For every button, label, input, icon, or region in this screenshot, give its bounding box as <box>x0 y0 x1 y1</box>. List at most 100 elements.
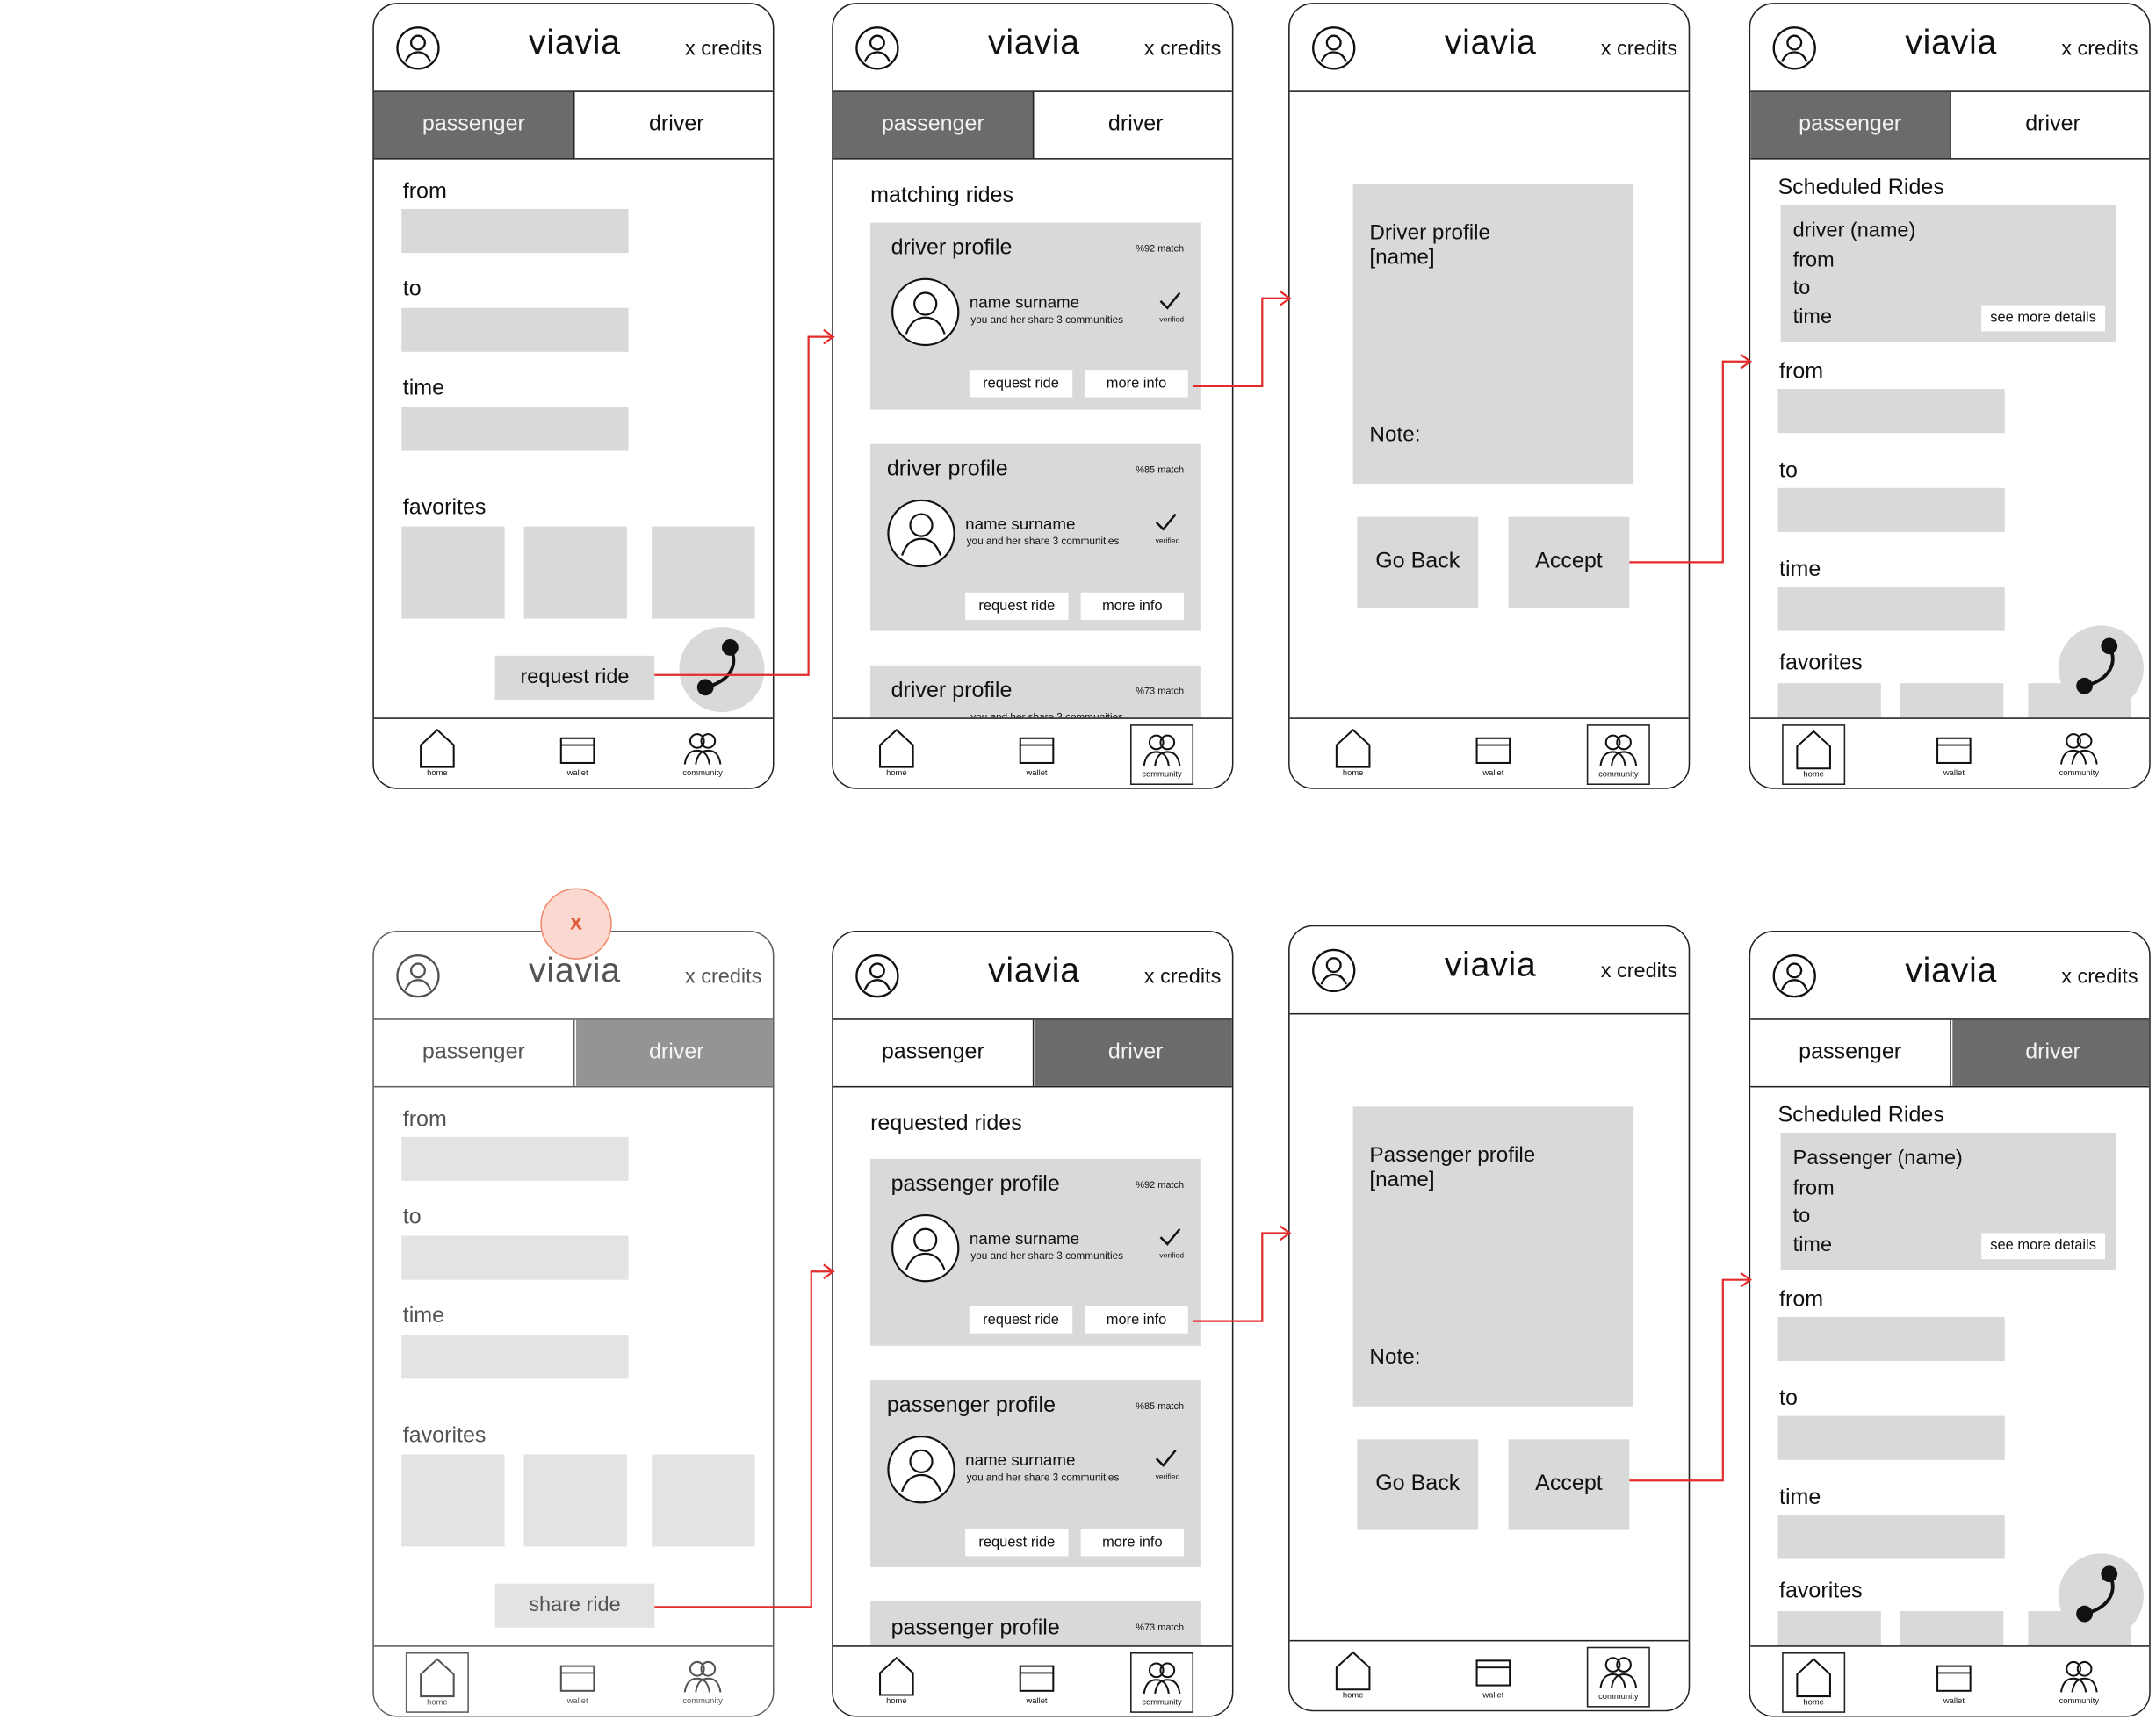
from-input[interactable] <box>1777 1316 2005 1362</box>
nav-wallet[interactable]: wallet <box>1461 724 1525 785</box>
wallet-icon <box>559 737 595 764</box>
nav-community[interactable]: community <box>1586 1646 1650 1708</box>
nav-home[interactable]: home <box>1322 724 1385 785</box>
nav-community[interactable]: community <box>1130 1652 1194 1713</box>
profile-icon[interactable] <box>1772 954 1816 998</box>
nav-wallet[interactable]: wallet <box>1922 724 1986 785</box>
to-input[interactable] <box>1777 1415 2005 1460</box>
nav-home[interactable]: home <box>1322 1647 1385 1708</box>
ride-card[interactable]: driver profile %85 match name surname yo… <box>870 443 1201 631</box>
nav-wallet[interactable]: wallet <box>1006 1652 1069 1713</box>
tab-driver[interactable]: driver <box>576 1019 773 1086</box>
header: viavia x credits <box>1750 932 2150 1020</box>
route-fab[interactable] <box>2058 625 2144 711</box>
nav-home[interactable]: home <box>865 724 928 785</box>
favorite-slot[interactable] <box>401 526 505 619</box>
scheduled-ride-card[interactable]: Passenger (name) from to time see more d… <box>1780 1133 2116 1270</box>
more-info-button[interactable]: more info <box>1080 1529 1185 1557</box>
request-ride-button[interactable]: request ride <box>494 655 655 700</box>
go-back-button[interactable]: Go Back <box>1357 1439 1479 1530</box>
tab-driver[interactable]: driver <box>648 112 704 137</box>
tab-passenger[interactable]: passenger <box>373 91 575 159</box>
tab-passenger[interactable]: passenger <box>833 1019 1035 1086</box>
accept-button[interactable]: Accept <box>1508 516 1630 608</box>
tab-driver[interactable]: driver <box>2025 112 2080 137</box>
nav-home[interactable]: home <box>1782 724 1846 786</box>
see-more-details-button[interactable]: see more details <box>1981 1233 2106 1260</box>
credits-label[interactable]: x credits <box>2061 965 2138 989</box>
see-more-details-button[interactable]: see more details <box>1981 305 2106 332</box>
credits-label[interactable]: x credits <box>684 965 762 989</box>
nav-home[interactable]: home <box>1782 1652 1846 1713</box>
route-fab[interactable] <box>2058 1553 2144 1639</box>
request-ride-button[interactable]: request ride <box>965 1529 1069 1557</box>
profile-icon[interactable] <box>396 954 440 998</box>
credits-label[interactable]: x credits <box>2061 37 2138 61</box>
user-name: name surname <box>965 514 1076 534</box>
nav-wallet[interactable]: wallet <box>546 724 609 785</box>
accept-button[interactable]: Accept <box>1508 1439 1630 1530</box>
nav-community[interactable]: community <box>2047 1652 2110 1713</box>
tab-passenger[interactable]: passenger <box>374 1019 575 1086</box>
to-input[interactable] <box>1777 487 2005 532</box>
profile-icon[interactable] <box>1312 26 1356 70</box>
scheduled-ride-card[interactable]: driver (name) from to time see more deta… <box>1780 205 2116 342</box>
nav-wallet[interactable]: wallet <box>1922 1652 1986 1713</box>
request-ride-button[interactable]: request ride <box>969 370 1073 398</box>
more-info-button[interactable]: more info <box>1085 370 1188 398</box>
tab-passenger[interactable]: passenger <box>1750 91 1951 159</box>
ride-card[interactable]: driver profile %92 match name surname yo… <box>870 222 1201 410</box>
from-input[interactable] <box>401 1136 629 1181</box>
to-input[interactable] <box>401 307 629 352</box>
credits-label[interactable]: x credits <box>1143 37 1222 61</box>
nav-community[interactable]: community <box>1586 724 1650 786</box>
more-info-button[interactable]: more info <box>1085 1306 1188 1334</box>
tab-driver[interactable]: driver <box>1107 112 1164 137</box>
credits-label[interactable]: x credits <box>1600 959 1678 983</box>
profile-icon[interactable] <box>855 26 899 70</box>
user-avatar-icon <box>891 1213 960 1283</box>
request-ride-button[interactable]: request ride <box>965 592 1069 621</box>
from-input[interactable] <box>401 208 629 254</box>
time-input[interactable] <box>1777 587 2005 631</box>
go-back-button[interactable]: Go Back <box>1357 516 1479 608</box>
close-badge[interactable]: x <box>540 888 612 960</box>
nav-wallet[interactable]: wallet <box>1461 1647 1525 1708</box>
nav-home[interactable]: home <box>406 724 469 785</box>
ride-card[interactable]: passenger profile %85 match name surname… <box>870 1379 1201 1567</box>
request-ride-button[interactable]: request ride <box>969 1306 1073 1334</box>
from-input[interactable] <box>1777 389 2005 434</box>
profile-icon[interactable] <box>396 26 440 70</box>
favorite-slot[interactable] <box>401 1454 505 1547</box>
nav-community[interactable]: community <box>671 1652 734 1713</box>
time-input[interactable] <box>401 1335 629 1379</box>
time-input[interactable] <box>401 407 629 451</box>
nav-community[interactable]: community <box>671 724 734 785</box>
to-input[interactable] <box>401 1235 629 1280</box>
credits-label[interactable]: x credits <box>1143 965 1222 989</box>
tab-passenger[interactable]: passenger <box>833 91 1035 159</box>
favorite-slot[interactable] <box>652 1454 755 1547</box>
profile-icon[interactable] <box>855 954 899 998</box>
nav-home[interactable]: home <box>865 1652 928 1713</box>
ride-card[interactable]: passenger profile %92 match name surname… <box>870 1158 1201 1346</box>
credits-label[interactable]: x credits <box>684 37 762 61</box>
favorite-slot[interactable] <box>523 1454 627 1547</box>
credits-label[interactable]: x credits <box>1600 37 1678 61</box>
nav-wallet[interactable]: wallet <box>546 1652 609 1713</box>
share-ride-button[interactable]: share ride <box>494 1583 655 1628</box>
tab-driver[interactable]: driver <box>1035 1019 1232 1086</box>
profile-icon[interactable] <box>1312 948 1356 993</box>
nav-home[interactable]: home <box>405 1652 469 1713</box>
favorite-slot[interactable] <box>523 526 627 619</box>
time-input[interactable] <box>1777 1515 2005 1559</box>
tab-passenger[interactable]: passenger <box>1750 1019 1951 1086</box>
more-info-button[interactable]: more info <box>1080 592 1185 621</box>
route-fab[interactable] <box>679 626 765 713</box>
nav-wallet[interactable]: wallet <box>1006 724 1069 785</box>
favorite-slot[interactable] <box>652 526 755 619</box>
profile-icon[interactable] <box>1772 26 1816 70</box>
nav-community[interactable]: community <box>1130 724 1194 786</box>
tab-driver[interactable]: driver <box>1952 1019 2150 1086</box>
nav-community[interactable]: community <box>2047 724 2110 785</box>
